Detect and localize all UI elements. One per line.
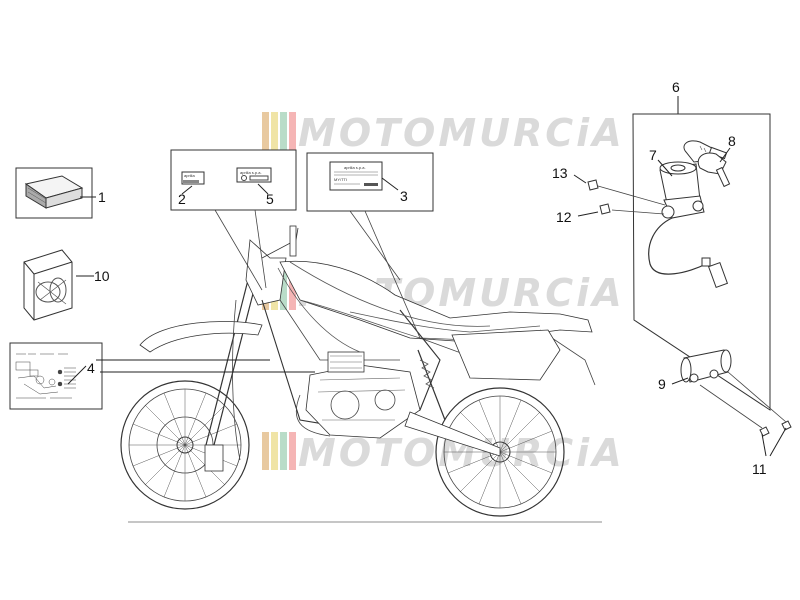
callout-8: 8 [728,133,736,149]
callout-10: 10 [94,268,110,284]
part-10-tool-kit: 10 [23,249,110,321]
part-12-screw: 12 [556,203,665,225]
svg-text:aprilia s.p.a.: aprilia s.p.a. [240,170,262,175]
callout-5: 5 [266,191,274,207]
callout-2: 2 [178,191,186,207]
rear-wheel [435,387,565,517]
part-1-owners-manual: 1 [15,167,106,219]
engine [305,351,421,439]
callout-6: 6 [672,79,680,95]
part-6-ignition-box: 6 [632,79,771,411]
callout-12: 12 [556,209,572,225]
callout-7: 7 [649,147,657,163]
svg-text:aprilia: aprilia [184,173,195,178]
decal-5: aprilia s.p.a. [236,167,272,183]
svg-text:aprilia s.p.a.: aprilia s.p.a. [344,165,366,170]
part-3-id-plate-box: aprilia s.p.a. MY/TTI 3 [306,152,434,339]
watermark-top: MOTOMURCiA [262,111,625,155]
callout-13: 13 [552,165,568,181]
part-9-lock-cylinder: 9 [658,349,732,392]
callout-3: 3 [400,188,408,204]
watermark-text: MOTOMURCiA [298,111,625,155]
callout-4: 4 [87,360,95,376]
svg-text:MY/TTI: MY/TTI [334,177,347,182]
part-11-screws: 11 [699,371,792,477]
part-13-screw: 13 [552,165,666,206]
part-4-wiring-decal: 4 [9,342,315,410]
part-8-keys: 8 [683,133,736,188]
callout-1: 1 [98,189,106,205]
front-wheel [120,380,250,510]
callout-9: 9 [658,376,666,392]
part-7-ignition-switch: 7 [648,147,729,289]
motorcycle-drawing [120,225,602,523]
callout-11: 11 [752,461,767,477]
decal-2: aprilia [181,171,205,185]
parts-2-5-decal-box: aprilia 2 aprilia s.p.a. 5 [170,149,297,291]
